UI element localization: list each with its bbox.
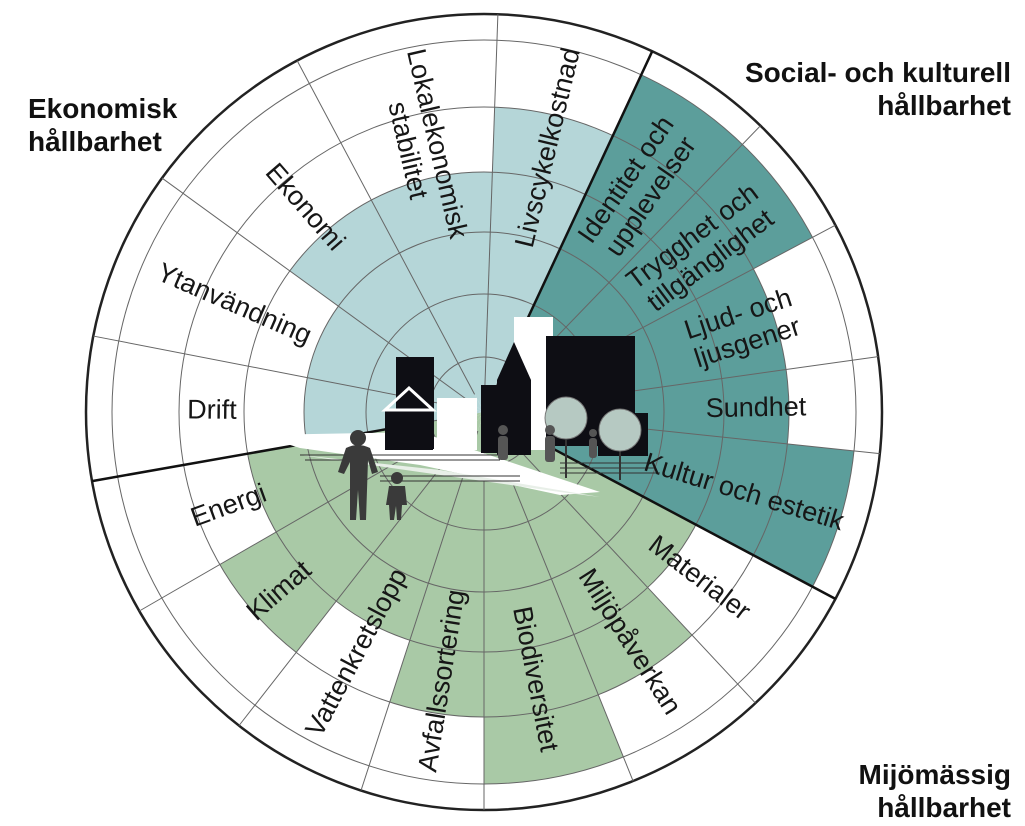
- social-sustainability-heading: Social- och kulturell hållbarhet: [745, 56, 1011, 122]
- group-divider: [91, 421, 426, 483]
- house-roof: [381, 385, 437, 412]
- segment-fill-ytanvandning: [307, 306, 484, 412]
- grid-spoke: [360, 430, 479, 791]
- tree-crown: [598, 408, 642, 452]
- person-adult: [338, 430, 378, 520]
- segment-fill-sundhet: [484, 369, 789, 444]
- environmental-sustainability-heading: Mijömässig hållbarhet: [859, 758, 1011, 824]
- segment-label-sundhet: Sundhet: [705, 391, 807, 423]
- segment-label-line: Drift: [187, 394, 237, 424]
- segment-label-line: Sundhet: [705, 391, 807, 423]
- heading-line: Social- och kulturell: [744, 57, 1011, 88]
- segment-fill-kultur: [484, 412, 854, 587]
- road-shape: [258, 432, 600, 495]
- segment-label-drift: Drift: [187, 394, 237, 424]
- building-house: [385, 410, 433, 450]
- heading-line: hållbarhet: [28, 126, 162, 157]
- heading-line: hållbarhet: [877, 90, 1011, 121]
- city-scene-illustration: [258, 317, 660, 520]
- heading-line: Ekonomisk: [28, 93, 178, 124]
- person-background: [498, 425, 597, 462]
- group-divider: [536, 439, 836, 600]
- segment-fill-biodiversitet: [484, 412, 624, 784]
- group-divider: [508, 50, 654, 359]
- grid-spoke: [238, 427, 473, 726]
- segment-fill-materialer: [484, 412, 696, 588]
- segment-fill-avfallssortering: [389, 412, 484, 717]
- segment-fill-klimat: [219, 412, 484, 653]
- building-white: [437, 398, 477, 450]
- tree-crown: [544, 396, 588, 440]
- platform-lines: [300, 454, 660, 482]
- segment-fill-ekonomi: [289, 200, 484, 412]
- grid-spoke: [296, 60, 476, 395]
- segment-fill-lokalekonomisk: [371, 171, 493, 412]
- person-child: [386, 472, 407, 520]
- economic-sustainability-heading: Ekonomisk hållbarhet: [28, 92, 177, 158]
- heading-line: hållbarhet: [877, 792, 1011, 823]
- heading-line: Mijömässig: [858, 759, 1011, 790]
- grid-spoke: [491, 430, 634, 782]
- grid-spoke: [484, 14, 499, 393]
